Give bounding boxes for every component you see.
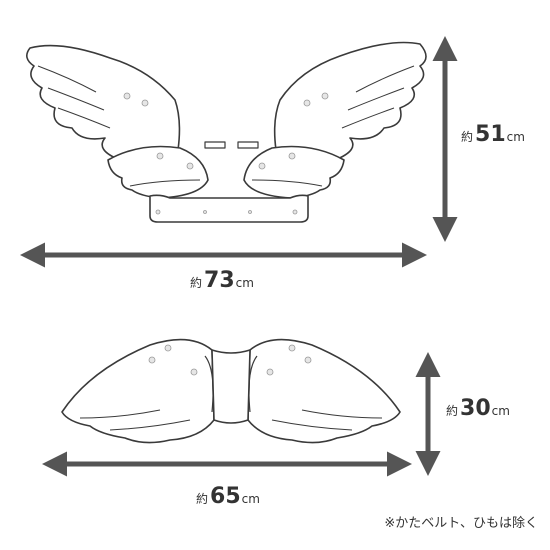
height-prefix: 約 (446, 404, 459, 418)
height-label-top: 約 51 cm (461, 122, 525, 147)
width-value: 73 (204, 268, 235, 293)
width-label-bottom: 約 65 cm (196, 484, 260, 509)
height-value: 51 (475, 122, 506, 147)
width-value: 65 (210, 484, 241, 509)
height-unit: cm (506, 130, 525, 144)
exclusion-note: ※かたベルト、ひもは除く (384, 516, 538, 531)
width-prefix: 約 (190, 276, 203, 290)
height-label-bottom: 約 30 cm (446, 396, 510, 421)
width-label-top: 約 73 cm (190, 268, 254, 293)
height-unit: cm (491, 404, 510, 418)
wings-spread-illustration (26, 41, 427, 223)
height-value: 30 (460, 396, 491, 421)
width-prefix: 約 (196, 492, 209, 506)
height-prefix: 約 (461, 130, 474, 144)
wings-folded-illustration (61, 338, 401, 444)
width-unit: cm (235, 276, 254, 290)
width-unit: cm (241, 492, 260, 506)
rivets-top (123, 92, 329, 215)
rivets-bottom (148, 344, 312, 376)
